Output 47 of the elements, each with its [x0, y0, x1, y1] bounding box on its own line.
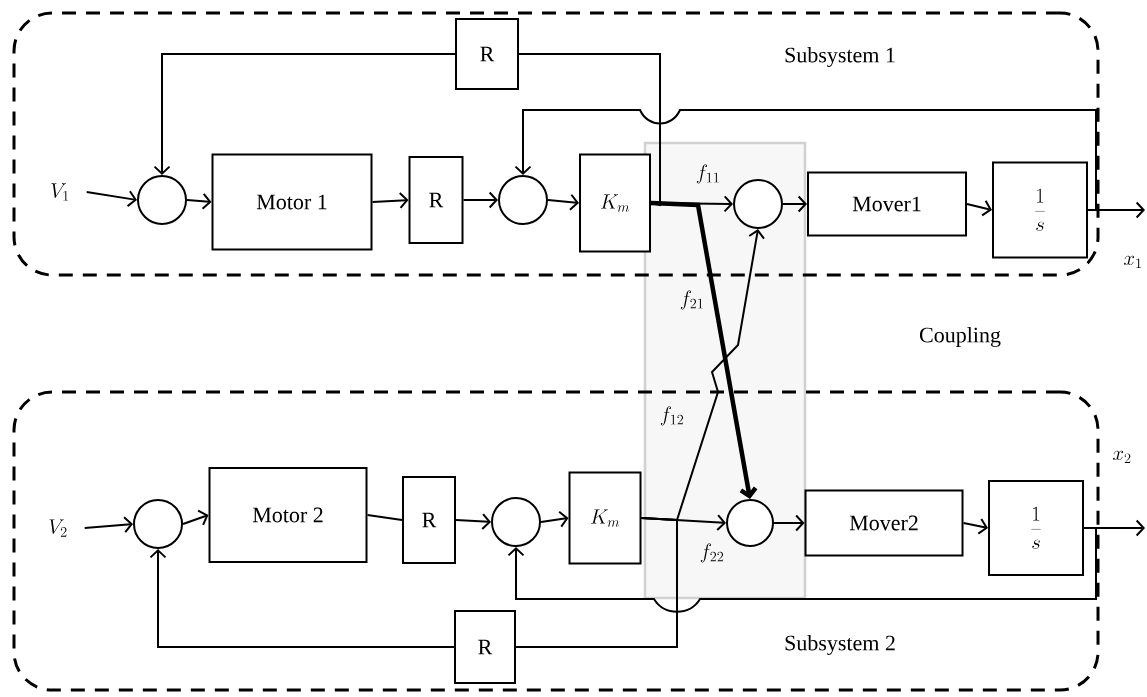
arrow: [149, 549, 455, 648]
edge-label: $f_{12}$: [660, 406, 684, 426]
summing-junction: [137, 175, 187, 225]
output-label: $x_1$: [1124, 255, 1141, 269]
arrow: [83, 516, 133, 534]
arrow: [153, 53, 456, 175]
summing-junction: [498, 175, 548, 225]
output-label: $x_2$: [1113, 450, 1131, 464]
block-box: R: [408, 156, 464, 244]
arrow: [773, 514, 805, 532]
block-box: $\frac{1}{s}$: [988, 480, 1084, 576]
arrow: [507, 527, 1097, 613]
block-box: Motor 1: [211, 153, 373, 251]
block-box: Mover1: [807, 171, 967, 237]
arrow: [85, 190, 137, 208]
input-label: $V_2$: [49, 519, 67, 537]
summing-junction: [133, 499, 183, 549]
block-box: $\frac{1}{s}$: [992, 161, 1088, 259]
arrow: [186, 192, 212, 210]
connector-line: [515, 517, 678, 648]
input-label: $V_1$: [51, 183, 69, 201]
edge-label: $f_{21}$: [680, 290, 703, 310]
arrow: [371, 192, 409, 209]
block-box: Mover2: [804, 489, 964, 557]
coupling-label: Coupling: [919, 327, 1001, 347]
arrow: [514, 109, 1097, 211]
arrow: [966, 199, 992, 217]
arrow: [547, 193, 579, 211]
arrow: [782, 195, 807, 213]
summing-junction: [726, 499, 774, 547]
arrow: [540, 510, 569, 528]
arrow: [182, 509, 209, 526]
arrow: [455, 513, 491, 530]
arrow: [462, 191, 498, 209]
summing-junction: [733, 179, 783, 229]
arrow: [962, 518, 988, 535]
summing-junction: [491, 497, 541, 547]
arrow: [650, 200, 758, 499]
block-box: Motor 2: [208, 467, 368, 563]
edge-label: $f_{11}$: [696, 164, 719, 184]
block-box: $K_m$: [568, 471, 642, 565]
block-box: R: [402, 476, 456, 564]
connector-line: [366, 514, 403, 521]
edge-label: $f_{22}$: [700, 543, 724, 563]
block-box: R: [454, 610, 516, 684]
block-box: $K_m$: [579, 153, 651, 253]
block-box: R: [455, 18, 519, 90]
